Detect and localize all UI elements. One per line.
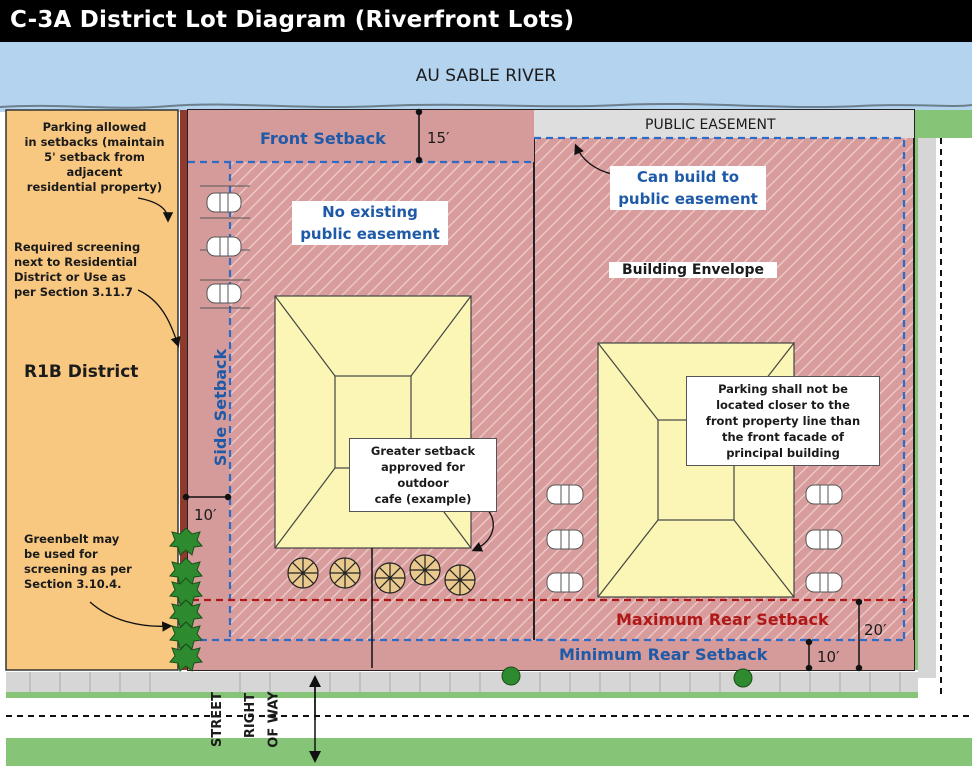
min-rear-setback-value: 10′ [817,648,840,666]
parking-note-right: Parking shall not be located closer to t… [686,376,880,466]
sidewalk-joints [29,672,901,692]
grass-verge [6,692,918,698]
front-setback-line [188,136,906,642]
dimension-markers [182,108,863,763]
parking-stalls-right [546,484,843,593]
side-sidewalk [918,138,936,678]
street-row-label-line1: STREET [209,692,225,747]
parking-stalls-left [200,185,250,309]
grass-bottom [6,738,972,766]
screening-wall [180,110,188,670]
front-setback-label: Front Setback [260,129,386,148]
max-rear-setback-value: 20′ [864,621,887,639]
river-label: AU SABLE RIVER [415,66,557,86]
parking-allowed-note: Parking allowed in setbacks (maintain 5'… [24,120,165,194]
diagram-title: C-3A District Lot Diagram (Riverfront Lo… [10,7,575,33]
cafe-umbrellas [287,554,476,596]
street-row-label-line3: OF WAY [266,691,282,748]
river [0,42,972,112]
building-envelope-label: Building Envelope [609,262,777,278]
max-rear-setback-label: Maximum Rear Setback [616,610,829,629]
r1b-district-label: R1B District [24,362,139,382]
sidewalk [6,672,918,692]
street [6,698,972,738]
screening-note: Required screening next to Residential D… [14,240,141,299]
public-easement-strip [534,110,914,138]
leader-arrows [89,143,613,632]
side-setback-value: 10′ [194,506,217,524]
public-easement-label: PUBLIC EASEMENT [645,117,776,133]
river-bank [0,102,972,109]
sidewalk-shrubs [501,666,753,688]
greenbelt-shrubs [169,527,203,672]
min-rear-setback-label: Minimum Rear Setback [559,645,768,664]
rear-setback-area [188,640,914,670]
street-row-label-line2: RIGHT [243,692,259,739]
no-easement-note: No existing public easement [292,201,448,245]
greenbelt-note: Greenbelt may be used for screening as p… [24,532,132,591]
title-bar: C-3A District Lot Diagram (Riverfront Lo… [0,0,972,42]
side-setback-label: Side Setback [211,348,231,467]
outdoor-cafe-note: Greater setback approved for outdoor caf… [349,438,497,512]
front-setback-area [188,110,534,162]
r1b-district [5,109,179,671]
front-setback-value: 15′ [427,129,450,147]
can-build-note: Can build to public easement [610,166,766,210]
